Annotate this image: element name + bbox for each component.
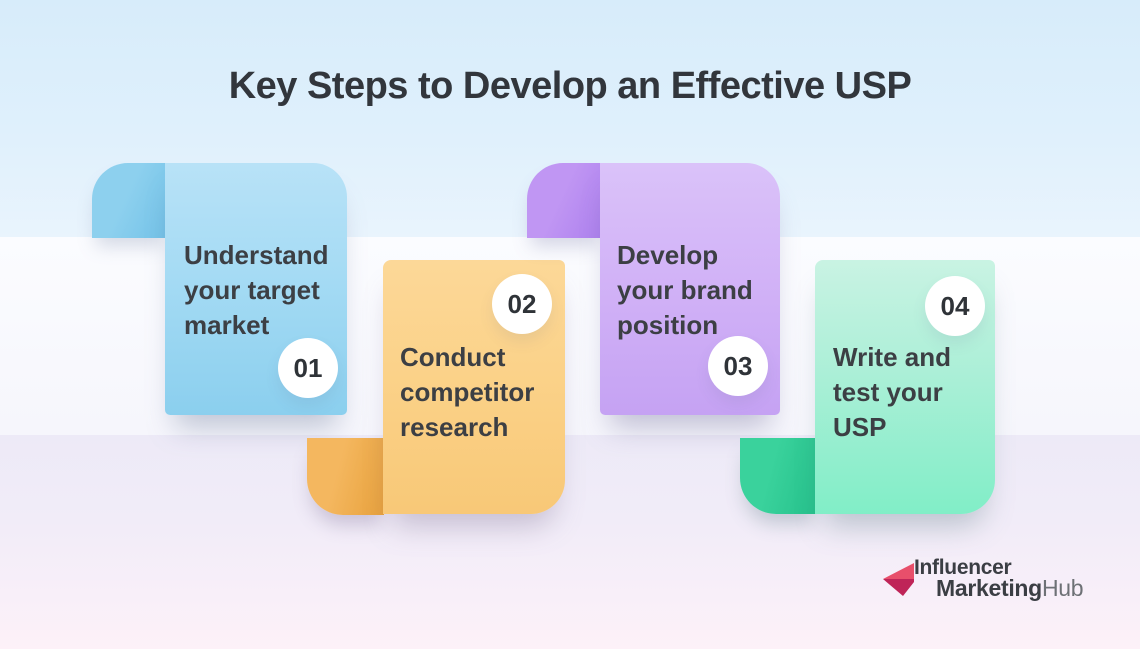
card-text-line: Write and bbox=[833, 342, 951, 372]
logo-text-marketing: Marketing bbox=[936, 575, 1042, 601]
logo-text-marketinghub: MarketingHub bbox=[936, 575, 1084, 602]
page-curl-step-3 bbox=[527, 163, 602, 238]
card-text-line: your target bbox=[184, 275, 320, 305]
influencer-marketinghub-logo: Influencer MarketingHub bbox=[883, 556, 1084, 604]
card-text-line: competitor bbox=[400, 377, 535, 407]
card-text-line: Understand bbox=[184, 240, 329, 270]
page-curl-step-1 bbox=[92, 163, 167, 238]
step-number-badge-2: 02 bbox=[492, 274, 552, 334]
card-text-line: Conduct bbox=[400, 342, 506, 372]
step-number-badge-3: 03 bbox=[708, 336, 768, 396]
step-number-badge-4: 04 bbox=[925, 276, 985, 336]
card-text-line: position bbox=[617, 310, 719, 340]
left-arrow-logo-icon bbox=[883, 563, 914, 596]
card-text-line: USP bbox=[833, 412, 887, 442]
page-title: Key Steps to Develop an Effective USP bbox=[228, 65, 912, 108]
page-curl-step-4 bbox=[740, 438, 816, 514]
card-text-line: test your bbox=[833, 377, 943, 407]
card-text-line: research bbox=[400, 412, 509, 442]
logo-text-hub: Hub bbox=[1041, 575, 1084, 601]
step-4-text: Write and test your USP bbox=[833, 340, 951, 445]
card-text-line: Develop bbox=[617, 240, 719, 270]
step-2-text: Conduct competitor research bbox=[400, 340, 534, 445]
page-curl-step-2 bbox=[307, 438, 384, 515]
step-1-text: Understand your target market bbox=[184, 238, 328, 343]
step-3-text: Develop your brand position bbox=[617, 238, 753, 343]
logo-text-influencer: Influencer bbox=[914, 556, 1012, 579]
card-text-line: your brand bbox=[617, 275, 753, 305]
card-text-line: market bbox=[184, 310, 270, 340]
step-number-badge-1: 01 bbox=[278, 338, 338, 398]
